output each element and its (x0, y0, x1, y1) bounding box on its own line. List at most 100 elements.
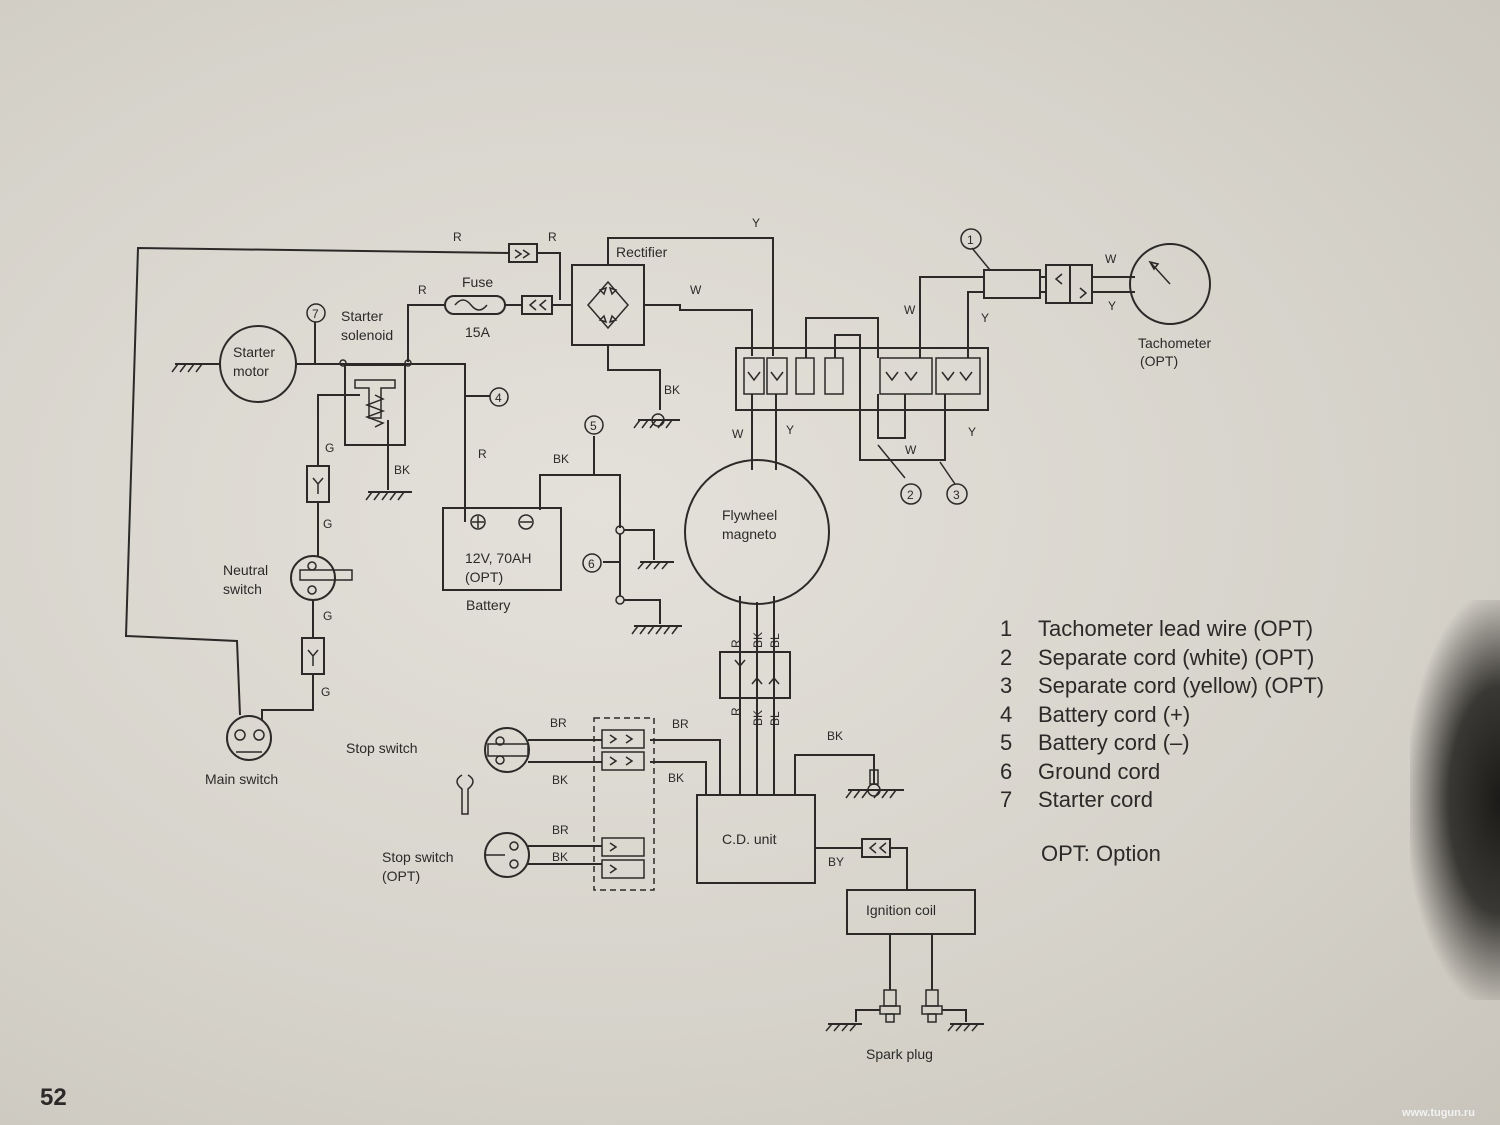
wire-label-y: Y (752, 216, 760, 230)
svg-text:R: R (729, 707, 743, 716)
neutral-switch-wire (317, 394, 360, 465)
ignition-coil-connector (861, 838, 908, 890)
starter-motor-label-2: motor (233, 363, 269, 379)
callout-2: 2 (900, 483, 922, 505)
wire-label-bk: BK (668, 771, 684, 785)
tachometer-lead-w (919, 276, 984, 358)
wire-label-r: R (548, 230, 557, 244)
svg-text:R: R (729, 639, 743, 648)
battery-rating-1: 12V, 70AH (465, 550, 531, 566)
svg-text:BL: BL (768, 711, 782, 726)
rectifier-y-wire (607, 237, 774, 356)
wire-label-w: W (1105, 252, 1117, 266)
ignition-coil (846, 889, 976, 935)
callout-5: 5 (584, 415, 604, 435)
svg-text:4: 4 (495, 391, 502, 405)
magneto-wire-labels-bottom: R BK BL (729, 707, 782, 726)
battery-minus-cord (539, 474, 621, 528)
spark-plug (825, 989, 901, 1032)
magneto-wire-labels-top: R BK BL (729, 632, 782, 648)
neutral-switch-label-1: Neutral (223, 562, 268, 578)
ground-symbol (845, 769, 904, 799)
cd-unit (696, 794, 816, 884)
wire-label-br: BR (672, 717, 689, 731)
wire-label-w: W (905, 443, 917, 457)
callout-6: 6 (582, 553, 602, 573)
stop-switch-opt-label-2: (OPT) (382, 868, 420, 884)
stop-switch (456, 727, 602, 815)
page-number: 52 (40, 1084, 67, 1111)
wire-label-g: G (325, 441, 334, 455)
main-switch-g-wire (261, 674, 314, 720)
wire-label-w: W (904, 303, 916, 317)
svg-text:BK: BK (751, 632, 765, 648)
wire-label-bk: BK (552, 850, 568, 864)
callout-1: 1 (960, 228, 982, 250)
callout-1-line (971, 247, 991, 271)
g-connector (306, 465, 330, 503)
stop-switch-label: Stop switch (346, 740, 418, 756)
wire-label-w: W (732, 427, 744, 441)
connector-loop-wire (805, 317, 879, 358)
battery-label: Battery (466, 597, 510, 613)
callout-2-line (877, 444, 906, 479)
svg-text:7: 7 (312, 307, 319, 321)
wire-label-r: R (453, 230, 462, 244)
ignition-coil-label: Ignition coil (866, 902, 936, 918)
separate-cord-yellow (834, 334, 946, 461)
starter-cord (296, 363, 466, 510)
neutral-switch-label-2: switch (223, 581, 262, 597)
watermark: www.tugun.ru (1402, 1107, 1475, 1119)
wire-label-y: Y (981, 311, 989, 325)
wire-label-r: R (418, 283, 427, 297)
rectifier-block (571, 264, 645, 346)
wire-label-g: G (323, 517, 332, 531)
rectifier-w-wire (644, 304, 753, 356)
wire-label-y: Y (968, 425, 976, 439)
svg-text:3: 3 (953, 488, 960, 502)
wire-label-bk: BK (664, 383, 680, 397)
wire-label-bk: BK (394, 463, 410, 477)
battery-rating-2: (OPT) (465, 569, 503, 585)
svg-text:BL: BL (768, 633, 782, 648)
wire-label-br: BR (552, 823, 569, 837)
starter-solenoid (339, 359, 412, 446)
stop-switch-connectors (593, 717, 655, 891)
tachometer-label-1: Tachometer (1138, 335, 1211, 351)
wire-label-y: Y (786, 423, 794, 437)
tachometer-lead-wire (983, 264, 1135, 304)
tachometer (1129, 243, 1211, 325)
page-edge-shadow (1410, 600, 1500, 1000)
battery (442, 507, 562, 591)
wire-label-bk: BK (827, 729, 843, 743)
fuse (407, 295, 572, 362)
callout-3-line (939, 461, 956, 485)
separate-cord-white (877, 394, 906, 439)
svg-text:BK: BK (751, 710, 765, 726)
svg-text:1: 1 (967, 233, 974, 247)
fuse-rating: 15A (465, 324, 491, 340)
wire-label-br: BR (550, 716, 567, 730)
svg-text:5: 5 (590, 419, 597, 433)
main-switch-loop (124, 246, 511, 716)
fuse-label: Fuse (462, 274, 493, 290)
rectifier-ground-wire (607, 345, 661, 410)
main-switch (226, 715, 272, 761)
svg-text:2: 2 (907, 488, 914, 502)
callout-4: 4 (489, 387, 509, 407)
tachometer-label-2: (OPT) (1140, 353, 1178, 369)
starter-motor-label-1: Starter (233, 344, 275, 360)
magneto-connector (719, 651, 791, 699)
stop-switch-bk-wire (650, 761, 707, 795)
stop-switch-opt-label-1: Stop switch (382, 849, 454, 865)
ground-cord (603, 525, 682, 635)
wire-label-r: R (478, 447, 487, 461)
wire-label-bk: BK (553, 452, 569, 466)
